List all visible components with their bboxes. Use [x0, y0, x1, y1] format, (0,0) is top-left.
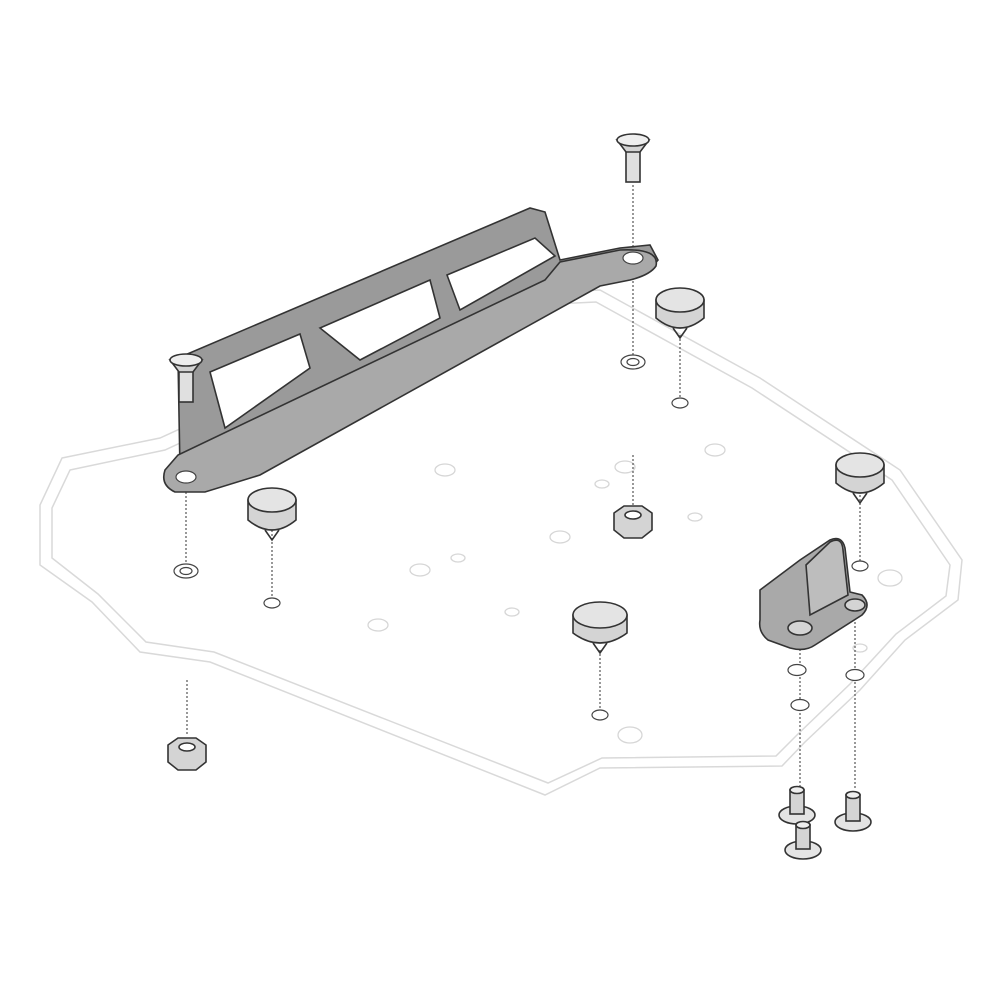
- hex-nut-bottom-left: [167, 737, 207, 771]
- latch-block: [758, 537, 868, 651]
- mounting-rings: [173, 354, 869, 721]
- support-bracket: [162, 207, 659, 493]
- rubber-buffer: [572, 601, 628, 655]
- base-plate: [39, 289, 963, 796]
- rubber-buffers: [247, 287, 885, 655]
- flange-bolt: [784, 820, 822, 860]
- rubber-buffer: [655, 287, 705, 340]
- hex-nut-center: [613, 505, 653, 539]
- plate-holes: [367, 443, 903, 744]
- countersunk-screw-top: [615, 133, 651, 183]
- rubber-buffer: [247, 487, 297, 542]
- flange-bolt: [778, 785, 816, 825]
- countersunk-screw-left: [168, 353, 204, 403]
- flange-bolts: [778, 785, 872, 860]
- flange-bolt: [834, 790, 872, 832]
- assembly-guide-lines: [185, 185, 861, 790]
- rubber-buffer: [835, 452, 885, 505]
